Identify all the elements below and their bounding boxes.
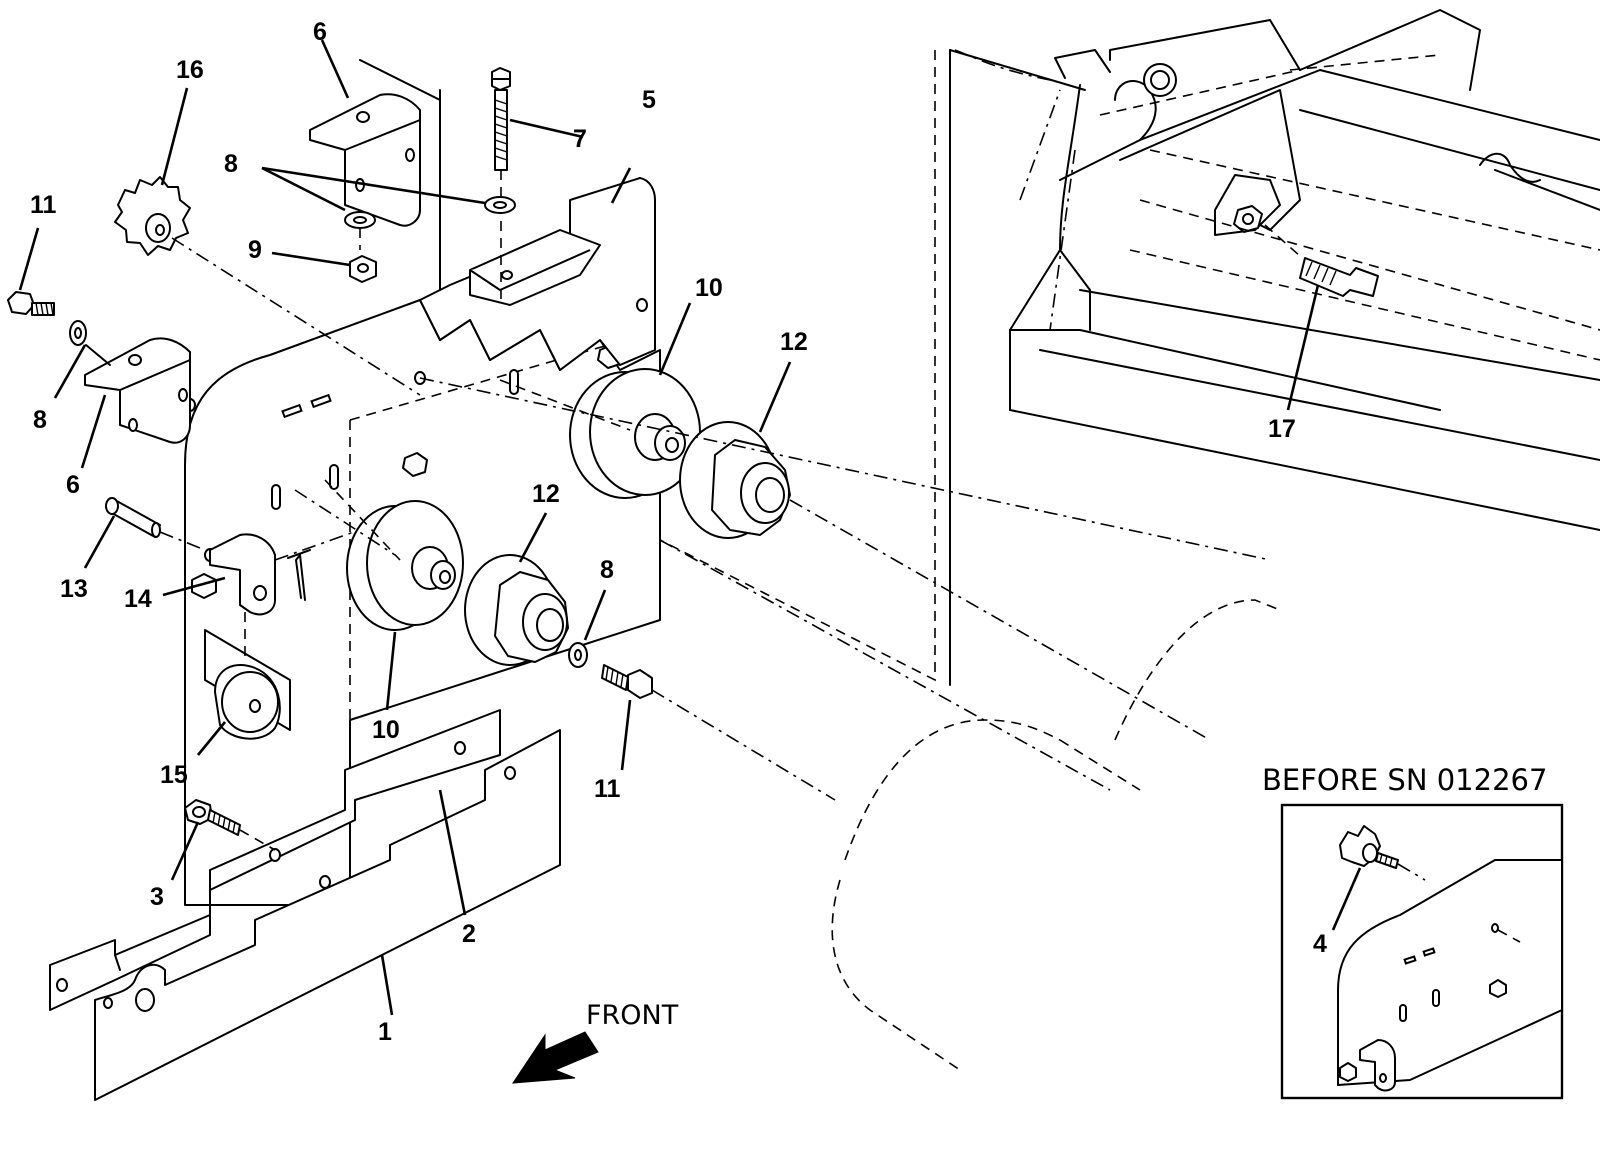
guard-plate-1 [94,729,561,1101]
callout-8-right: 8 [600,556,614,584]
pulley-10-lower [324,479,464,631]
callout-11-right: 11 [594,775,621,803]
washer-8-top-left [344,211,376,250]
inset-detail: BEFORE SN 012267 [1262,763,1564,1100]
bolt-11-right [601,664,836,801]
washer-8-left [69,320,111,366]
front-direction-arrow: FRONT [512,1000,679,1084]
inset-caption: BEFORE SN 012267 [1262,763,1547,797]
knob-16 [114,176,421,396]
callout-3: 3 [150,883,164,911]
callout-6-top: 6 [313,18,327,46]
center-lines [294,50,1271,791]
callout-5: 5 [642,86,656,114]
callout-10-upper: 10 [695,274,723,302]
washer-8-lower-right [568,642,588,668]
callout-15: 15 [160,761,188,789]
bearing-hub-12-lower [464,554,569,666]
pulley-10-upper [499,368,701,499]
callout-4: 4 [1313,930,1327,958]
rear-plate-5 [359,59,656,371]
inset-knob-4 [1339,825,1426,881]
bolt-7 [491,67,511,300]
callout-numbers: 1 2 3 4 5 6 6 7 8 8 8 9 10 10 11 11 12 1… [30,18,1327,1046]
callout-17: 17 [1268,415,1296,443]
upper-bracket-6 [309,93,421,227]
callout-10-lower: 10 [372,716,400,744]
callout-7: 7 [573,125,587,153]
roller-drum [831,599,1281,1071]
mower-deck [949,9,1600,686]
lower-bracket-6 [84,337,191,444]
mount-plate-2 [49,709,501,1011]
nut-9 [349,255,377,283]
callout-1: 1 [378,1018,392,1046]
callout-6-bottom: 6 [66,471,80,499]
bearing-hub-12-upper [679,421,1211,741]
front-label: FRONT [586,1000,679,1031]
callout-9: 9 [248,236,262,264]
callout-2: 2 [462,920,476,948]
callout-16: 16 [176,56,204,84]
pin-13 [105,497,201,549]
inset-side-plate [1337,859,1563,1092]
callout-8-left: 8 [33,406,47,434]
leader-lines [18,39,1362,1016]
callout-13: 13 [60,575,88,603]
screw-3 [184,799,276,851]
washer-8-top-right [484,196,516,214]
callout-12-lower: 12 [532,480,560,508]
callout-14: 14 [124,585,152,613]
callout-11-left: 11 [30,191,57,219]
roller-15 [204,612,291,740]
callout-8-top: 8 [224,150,238,178]
bolt-11-left [7,291,55,316]
callout-12-upper: 12 [780,328,808,356]
